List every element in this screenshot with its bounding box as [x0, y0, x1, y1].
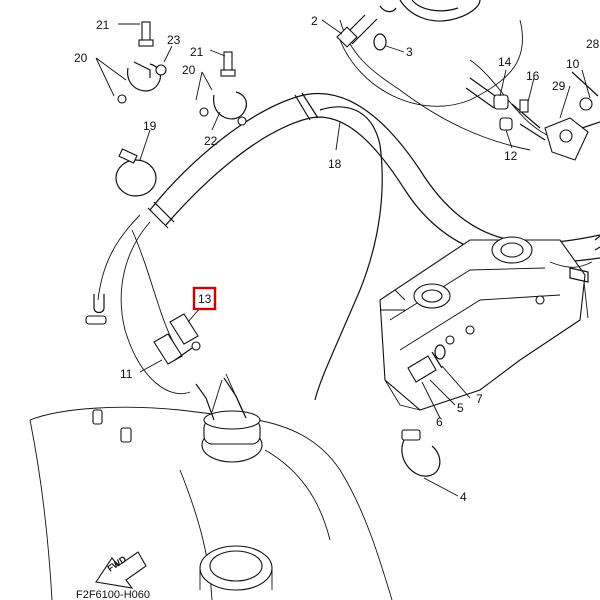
clamp-19 [115, 148, 157, 197]
callout-11: 11 [120, 367, 133, 381]
vent-lines [97, 19, 561, 395]
callout-4: 4 [460, 490, 467, 504]
footer-code: F2F6100-H060 [76, 589, 150, 600]
callout-labels: 21 23 20 21 20 22 19 2 3 14 16 12 10 28 … [74, 14, 600, 504]
callout-29: 29 [552, 79, 566, 93]
hose-2 [336, 0, 481, 51]
clamp-assembly-right [199, 51, 248, 126]
fuel-pump [195, 373, 263, 463]
callout-6: 6 [436, 415, 443, 429]
callout-20a: 20 [74, 51, 88, 65]
clamp-4 [401, 429, 441, 477]
callout-19: 19 [143, 119, 157, 133]
callout-14: 14 [498, 55, 512, 69]
callout-13-highlight-box [192, 286, 217, 311]
filler-neck [199, 545, 273, 591]
callout-28: 28 [586, 37, 600, 51]
callout-16: 16 [526, 69, 540, 83]
fwd-arrow: FWD [95, 551, 147, 589]
callout-21b: 21 [190, 45, 204, 59]
hoses-right [465, 71, 600, 161]
callout-5: 5 [457, 401, 464, 415]
callout-23: 23 [167, 33, 181, 47]
callout-20b: 20 [182, 63, 196, 77]
leader-lines [95, 19, 591, 497]
callout-7: 7 [476, 392, 483, 406]
fuel-tank [29, 373, 393, 600]
callout-12: 12 [504, 149, 518, 163]
fittings-5-6-7 [407, 344, 446, 383]
callout-21a: 21 [96, 18, 110, 32]
callout-10: 10 [566, 57, 580, 71]
engine-assembly [379, 235, 600, 411]
pipe-13 [169, 313, 201, 351]
pipe-11 [153, 333, 193, 365]
clamp-assembly-left [117, 21, 167, 104]
callout-2: 2 [311, 14, 318, 28]
callout-3: 3 [406, 45, 413, 59]
fittings-left [85, 294, 132, 443]
callout-22: 22 [204, 134, 218, 148]
callout-18: 18 [328, 157, 342, 171]
callout-13: 13 [198, 292, 212, 306]
